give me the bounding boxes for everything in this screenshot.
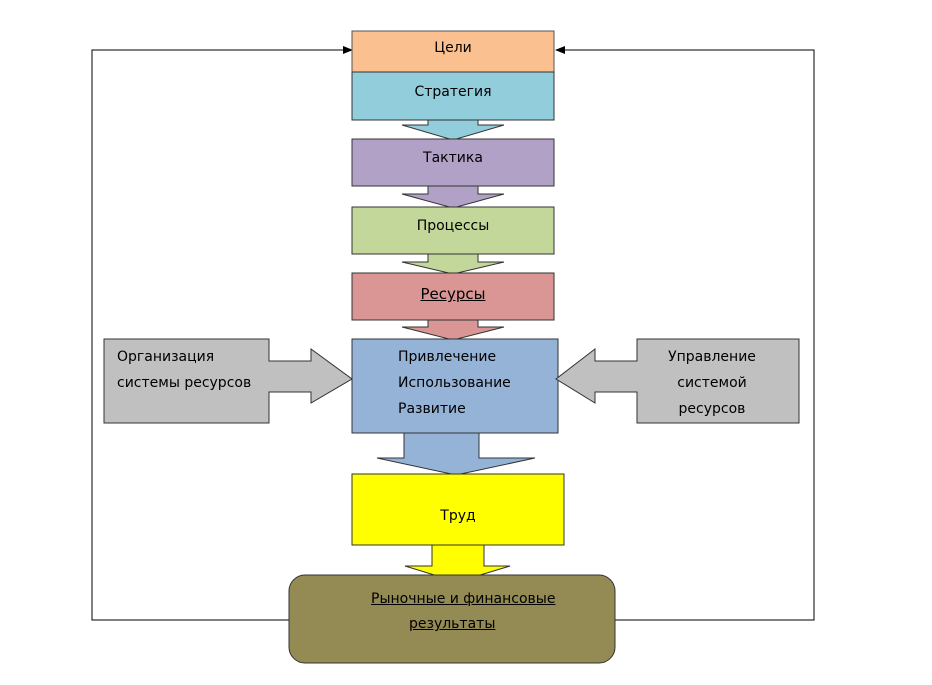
arrow-left-input [103,338,353,424]
label-results-line2: результаты [409,616,496,632]
box-goals [351,30,555,73]
box-labor [351,473,565,546]
label-action-develop: Развитие [398,401,466,417]
box-results [288,574,616,664]
box-processes [351,206,555,255]
label-processes: Процессы [416,218,490,234]
label-labor: Труд [440,508,476,524]
box-resources [351,272,555,321]
label-action-attract: Привлечение [398,349,497,365]
arrow-strategy-to-tactics [401,119,505,141]
feedback-loop-left [91,46,353,621]
label-action-use: Использование [398,375,511,391]
arrow-tactics-to-processes [401,185,505,209]
box-strategy [351,71,555,121]
box-resource-actions [351,338,559,434]
arrow-right-input [555,338,800,424]
label-strategy: Стратегия [414,84,492,100]
label-left-input-line1: Организация [117,349,215,365]
arrow-processes-to-resources [401,253,505,275]
label-right-input-line3: ресурсов [678,401,746,417]
label-left-input-line2: системы ресурсов [117,375,252,391]
label-right-input-line1: Управление [668,349,756,365]
label-tactics: Тактика [423,150,483,166]
box-tactics [351,138,555,187]
arrow-actions-to-labor [376,432,536,476]
arrow-labor-to-results [404,544,511,583]
label-results-line1: Рыночные и финансовые [371,591,556,607]
label-resources: Ресурсы [420,285,486,303]
arrow-resources-to-actions [401,319,505,341]
label-right-input-line2: системой [677,375,747,391]
label-goals: Цели [434,40,472,56]
feedback-loop-right [555,46,815,621]
